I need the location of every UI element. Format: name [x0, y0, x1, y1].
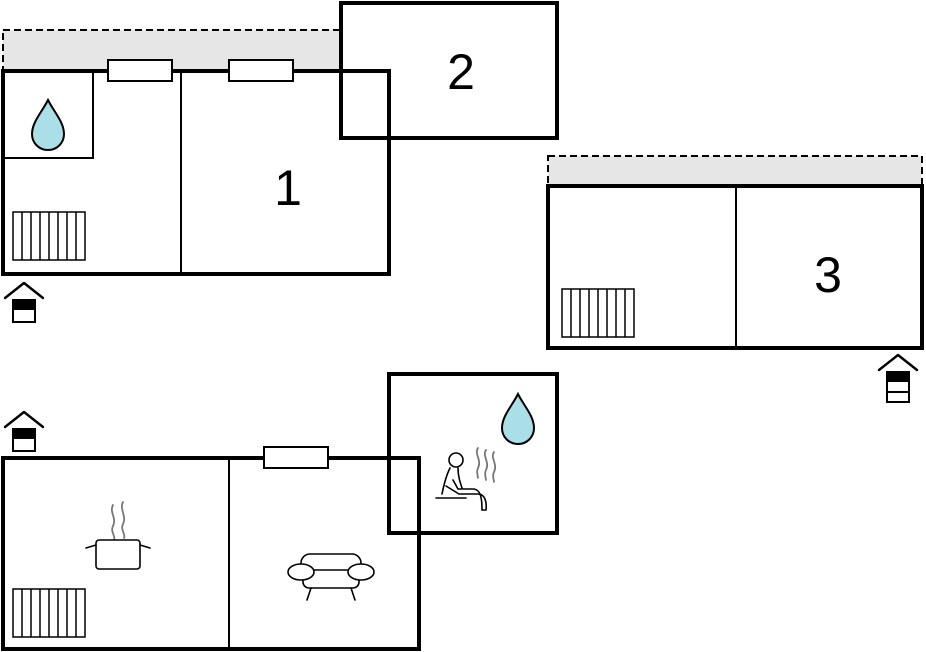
entrance-icon: [3, 281, 45, 324]
sofa-icon: [287, 553, 375, 601]
building-bottom: [1, 372, 559, 651]
radiator-icon: [12, 588, 86, 638]
water-drop-icon: [501, 393, 535, 445]
unit-label-3: 3: [814, 247, 842, 303]
unit-label-1: 1: [274, 160, 302, 216]
terrace: [547, 155, 923, 187]
bathroom-wall: [3, 71, 94, 159]
sauna-icon: [435, 447, 497, 511]
water-drop-icon: [31, 99, 65, 151]
radiator-icon: [561, 288, 635, 338]
kitchen-living-room: [1, 456, 421, 651]
entrance-icon: [3, 410, 45, 453]
cooking-pot-icon: [85, 501, 151, 570]
building-top-left: 1 2: [1, 1, 559, 276]
building-right: 3: [546, 155, 924, 350]
window: [263, 446, 329, 469]
unit-label-2: 2: [447, 44, 475, 100]
window: [228, 59, 294, 82]
room-1: [1, 69, 391, 276]
sauna-room: [387, 372, 559, 535]
radiator-icon: [12, 211, 86, 261]
window: [107, 59, 173, 82]
entrance-icon: [877, 353, 919, 403]
